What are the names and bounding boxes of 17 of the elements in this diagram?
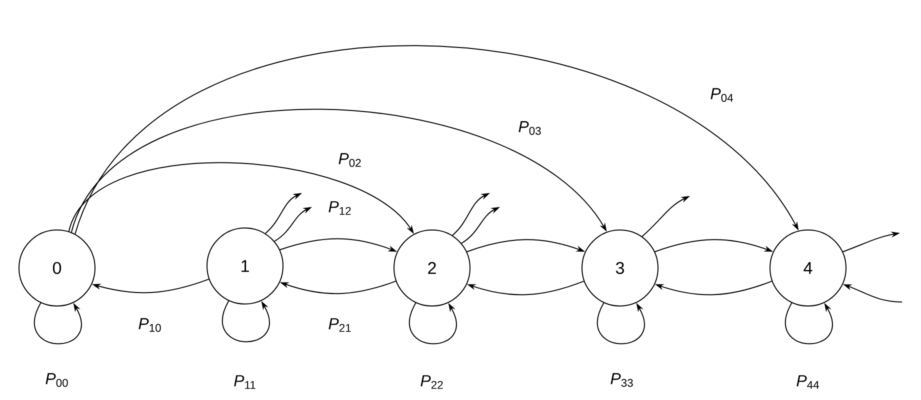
edge-label: P$_{00}$ bbox=[44, 372, 70, 388]
edge-label: P$_{04}$ bbox=[709, 87, 735, 103]
arrow bbox=[222, 300, 270, 342]
edge-label: P$_{21}$ bbox=[327, 317, 353, 333]
edge-label: P$_{02}$ bbox=[337, 152, 363, 168]
edge-label: P$_{10}$ bbox=[137, 317, 163, 333]
edge-label: P$_{22}$ bbox=[419, 374, 445, 390]
edge-label: P$_{11}$ bbox=[232, 374, 258, 390]
edge-label: P$_{33}$ bbox=[609, 372, 635, 388]
arrow bbox=[409, 302, 457, 344]
arrow bbox=[70, 108, 607, 233]
edge-label: P$_{03}$ bbox=[517, 120, 543, 136]
arrow bbox=[34, 302, 82, 344]
arrow bbox=[785, 302, 833, 344]
arrow bbox=[597, 302, 645, 344]
edge-label: P$_{12}$ bbox=[327, 200, 353, 216]
edge-label: P$_{44}$ bbox=[795, 374, 821, 390]
